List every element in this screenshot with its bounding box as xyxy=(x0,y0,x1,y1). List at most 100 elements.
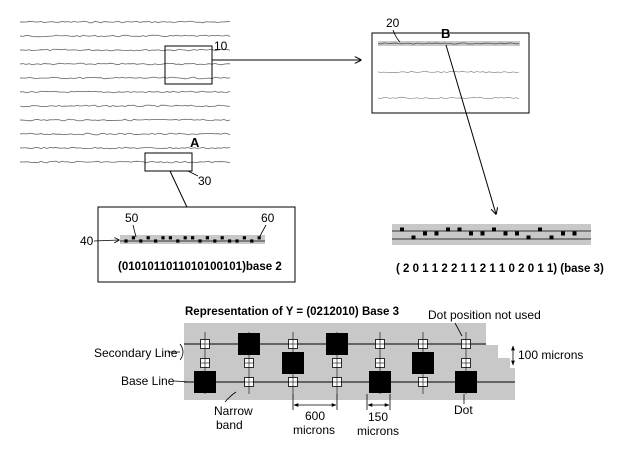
dim-600-label-2: microns xyxy=(293,423,335,437)
code-dot xyxy=(220,236,224,240)
dot xyxy=(412,352,434,374)
code-dot xyxy=(124,239,128,243)
arrow-b-to-strip xyxy=(445,44,496,214)
region-b-line xyxy=(377,42,520,45)
printed-line xyxy=(19,90,231,94)
printed-line xyxy=(19,34,231,38)
printed-line xyxy=(19,146,231,150)
printed-line xyxy=(19,132,231,136)
leader-dot-not-used xyxy=(454,322,463,337)
code-dot xyxy=(515,231,519,236)
region-b-panel xyxy=(371,32,530,114)
code-base3: ( 2 0 1 1 2 2 1 1 2 1 1 0 2 0 1 1) (base… xyxy=(396,263,604,275)
ref-label-10: 10 xyxy=(214,39,228,53)
code-dot xyxy=(526,235,531,240)
detail-a-dots xyxy=(124,236,261,243)
dot-positions xyxy=(194,332,477,394)
narrow-band-label-1: Narrow xyxy=(214,404,253,418)
code-dot xyxy=(146,236,150,240)
code-dot xyxy=(235,239,239,243)
printed-line xyxy=(19,160,231,164)
printed-line xyxy=(19,62,231,66)
base-line-label: Base Line xyxy=(121,374,175,388)
code-dot xyxy=(139,239,143,243)
printed-line xyxy=(19,48,231,52)
code-dot xyxy=(549,235,554,240)
dim-150-label-2: microns xyxy=(357,424,399,438)
code-dot xyxy=(131,236,135,240)
dot xyxy=(194,371,216,393)
region-a-label: A xyxy=(190,135,200,150)
code-dot xyxy=(183,236,187,240)
dim-100-label: 100 microns xyxy=(518,348,583,362)
detail-a-panel xyxy=(97,206,296,283)
code-dot xyxy=(411,235,416,240)
code-dot xyxy=(423,231,427,236)
code-dot xyxy=(469,231,473,236)
secondary-line-bracket xyxy=(179,343,184,361)
code-dot xyxy=(434,231,439,236)
code-dot xyxy=(538,227,542,232)
code-dot xyxy=(154,239,158,243)
dim-150-label-1: 150 xyxy=(368,410,388,424)
dot-label: Dot xyxy=(454,403,473,417)
dot-position-not-used-label: Dot position not used xyxy=(428,308,541,322)
code-dot xyxy=(250,239,254,243)
printed-line xyxy=(19,104,231,108)
dot xyxy=(369,371,391,393)
code-dot xyxy=(457,227,462,232)
code-dot xyxy=(242,236,246,240)
code-dot xyxy=(161,236,165,240)
code-dot xyxy=(446,227,450,232)
leader-20 xyxy=(392,29,401,43)
narrow-band-label-2: band xyxy=(216,418,243,432)
code-base2: (0101011011010100101)base 2 xyxy=(118,261,282,273)
leader-50 xyxy=(132,224,137,238)
leader-30 xyxy=(187,170,199,177)
ref-label-60: 60 xyxy=(261,211,275,225)
region-b-label: B xyxy=(441,26,450,41)
printed-page-lines xyxy=(19,20,231,164)
ref-label-30: 30 xyxy=(198,174,212,188)
printed-line xyxy=(19,76,231,80)
printed-line xyxy=(19,118,231,122)
narrow-band xyxy=(184,323,515,400)
region-b-lines xyxy=(377,41,520,100)
dim-600-label-1: 600 xyxy=(305,409,325,423)
leader-60 xyxy=(259,224,267,237)
region-10-box xyxy=(164,45,213,85)
dot xyxy=(455,371,477,393)
dot xyxy=(282,352,304,374)
region-b-line xyxy=(377,70,520,74)
strip-b-dots xyxy=(400,227,577,240)
code-dot xyxy=(228,239,232,243)
detail-a-band xyxy=(120,235,265,244)
code-dot xyxy=(191,236,195,240)
ref-label-20: 20 xyxy=(386,16,400,30)
code-dot xyxy=(572,231,577,236)
dot xyxy=(238,333,260,355)
printed-line xyxy=(19,20,231,24)
code-dot xyxy=(257,236,261,240)
code-dot xyxy=(213,239,217,243)
ref-label-40: 40 xyxy=(80,234,94,248)
region-b-line xyxy=(377,96,520,100)
code-dot xyxy=(492,227,496,232)
leader-narrow-band xyxy=(224,391,237,403)
ref-label-50: 50 xyxy=(125,211,139,225)
leader-40 xyxy=(93,240,119,241)
secondary-line-label: Secondary Line xyxy=(94,346,178,360)
code-dot xyxy=(503,231,508,236)
code-dot xyxy=(198,239,202,243)
code-dot xyxy=(561,231,565,236)
code-dot xyxy=(176,239,180,243)
code-dot xyxy=(400,227,404,232)
leader-base-line xyxy=(173,380,191,383)
region-a-box xyxy=(144,152,193,172)
code-dot xyxy=(168,236,172,240)
code-dot xyxy=(205,236,209,240)
dot xyxy=(326,333,348,355)
representation-title: Representation of Y = (0212010) Base 3 xyxy=(185,306,399,318)
code-dot xyxy=(480,231,485,236)
